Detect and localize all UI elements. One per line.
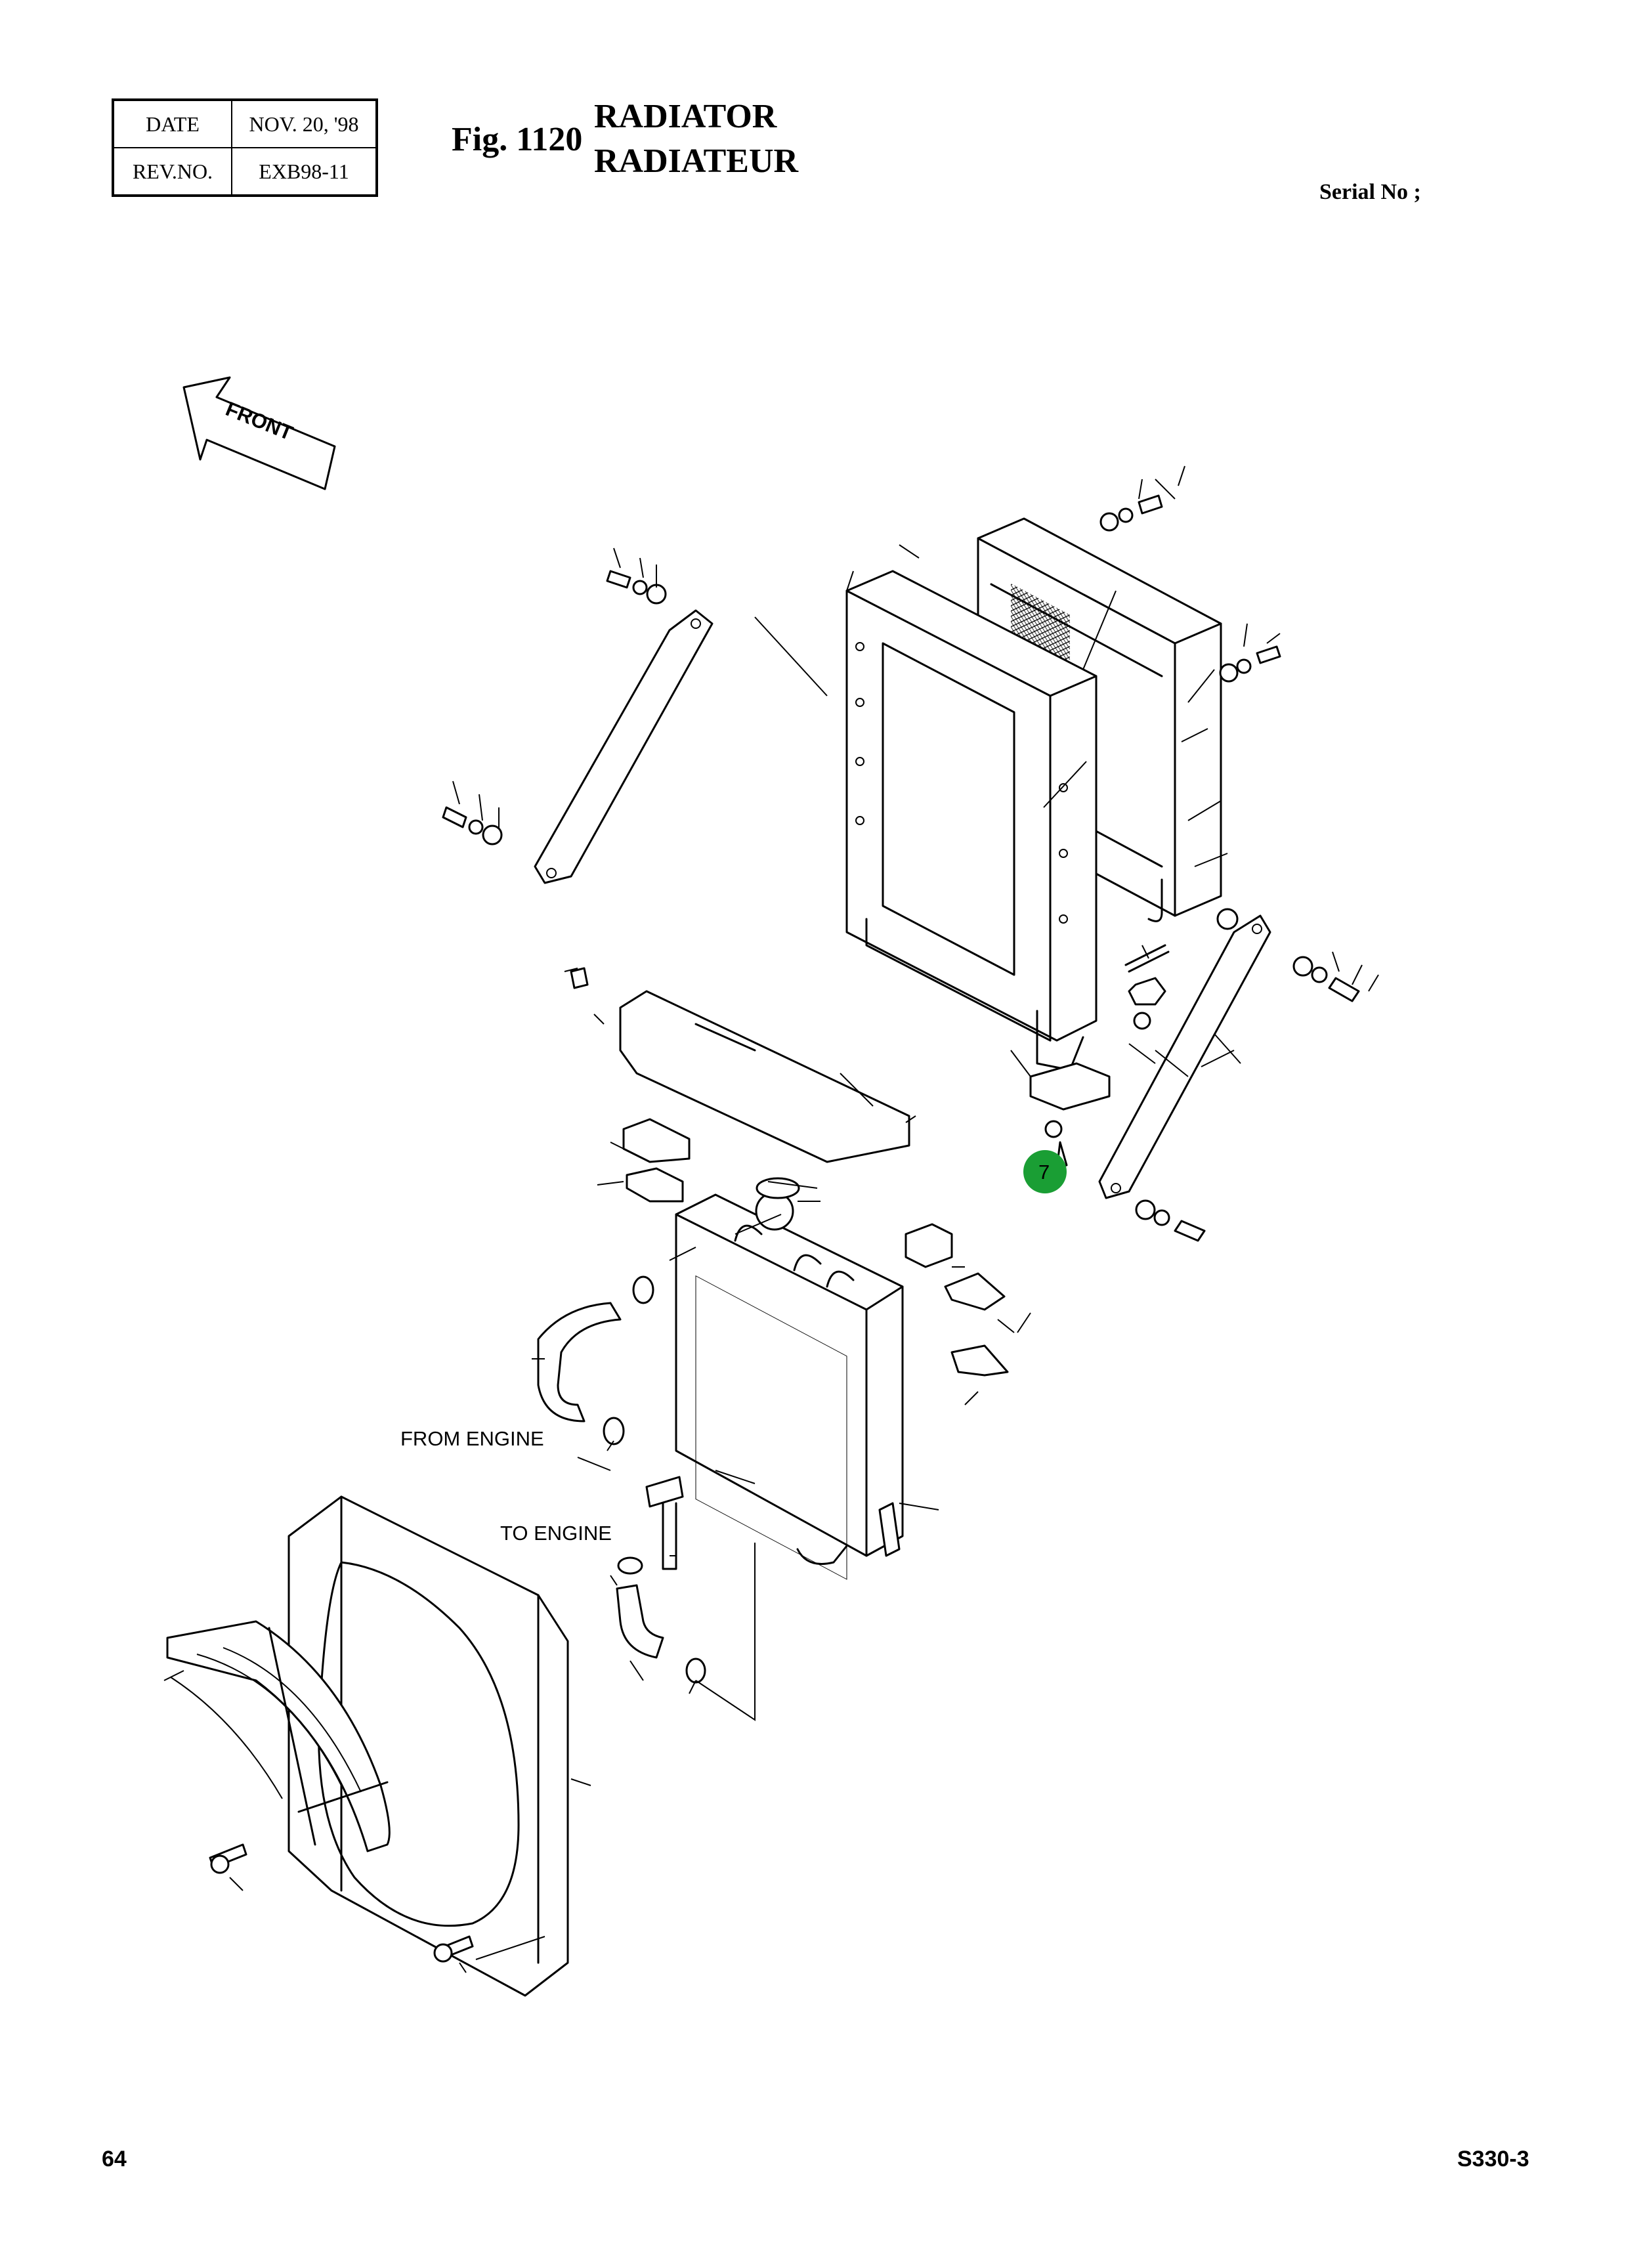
callout-number: 7 — [1038, 1161, 1050, 1184]
leader-lines — [163, 465, 1379, 1973]
upper-hose — [537, 1275, 654, 1445]
front-direction-arrow: FRONT — [182, 376, 336, 490]
part-callout-7[interactable]: 7 — [1023, 1150, 1067, 1193]
date-value: NOV. 20, '98 — [231, 99, 377, 148]
left-stay-rod — [534, 609, 714, 884]
rev-value: EXB98-11 — [231, 147, 377, 196]
fan-guard — [166, 1620, 391, 1852]
radiator-frame — [845, 570, 1098, 1071]
serial-number-label: Serial No ; — [1319, 180, 1421, 204]
right-stay-rod — [1098, 914, 1271, 1199]
figure-number: Fig. 1120 — [452, 121, 583, 158]
title-french: RADIATEUR — [594, 142, 799, 180]
model-code: S330-3 — [1457, 2147, 1529, 2172]
lower-hose — [616, 1476, 848, 1684]
shroud-bolts — [209, 1843, 474, 1963]
bolt-hardware — [442, 494, 1360, 1242]
to-engine-label: TO ENGINE — [500, 1522, 612, 1545]
page-number: 64 — [102, 2147, 127, 2172]
revision-table: DATE NOV. 20, '98 REV.NO. EXB98-11 — [112, 98, 378, 197]
rev-label: REV.NO. — [112, 147, 232, 196]
title-english: RADIATOR — [594, 98, 777, 135]
from-engine-label: FROM ENGINE — [400, 1427, 544, 1450]
mount-brackets — [570, 967, 1111, 1203]
fan-shroud — [288, 1495, 569, 1997]
radiator-core — [675, 1177, 1009, 1580]
date-label: DATE — [112, 99, 232, 148]
